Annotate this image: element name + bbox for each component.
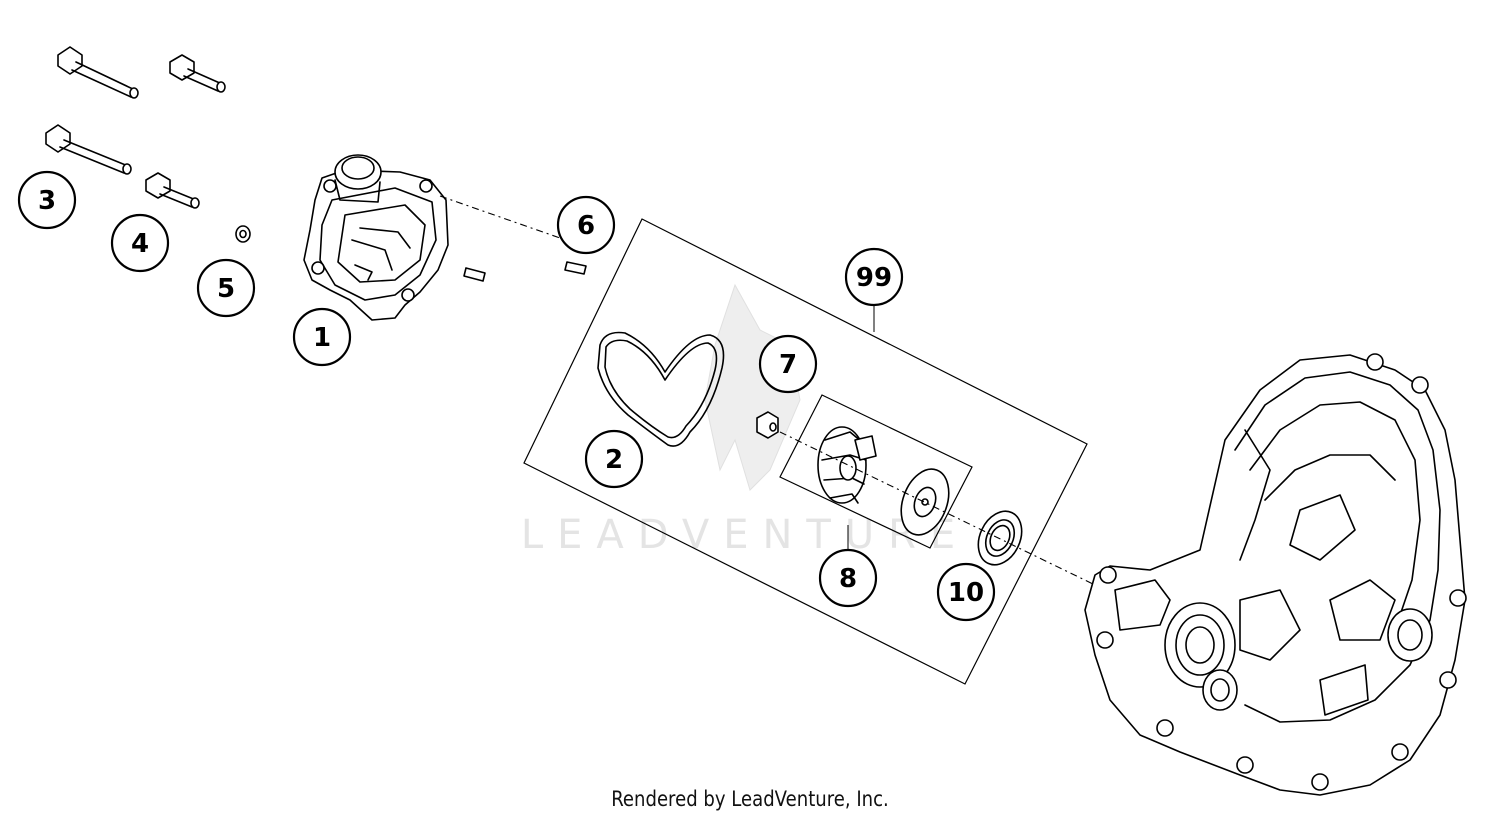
impeller	[817, 426, 877, 504]
assembly-line-lower	[779, 431, 1096, 586]
callout-99[interactable]: 99	[844, 247, 904, 307]
callout-10-label: 10	[948, 578, 984, 608]
seal-disk	[900, 468, 950, 536]
callout-2[interactable]: 2	[584, 429, 644, 489]
callout-1[interactable]: 1	[292, 307, 352, 367]
washer	[235, 225, 251, 243]
callout-8[interactable]: 8	[818, 548, 878, 608]
callout-6[interactable]: 6	[556, 195, 616, 255]
callout-7-label: 7	[779, 350, 797, 380]
kit-box-99	[523, 218, 1088, 685]
kit-box-8	[779, 394, 973, 549]
shaft-seal	[977, 510, 1023, 566]
callout-2-label: 2	[605, 445, 623, 475]
callout-6-label: 6	[577, 211, 595, 241]
callout-5[interactable]: 5	[196, 258, 256, 318]
callout-4-label: 4	[131, 229, 149, 259]
callout-99-label: 99	[856, 263, 892, 293]
watermark-text: LEADVENTURE	[521, 512, 969, 558]
bolt-short-top	[169, 54, 226, 93]
callout-7[interactable]: 7	[758, 334, 818, 394]
callout-4[interactable]: 4	[110, 213, 170, 273]
clutch-cover	[1084, 353, 1467, 796]
callout-3[interactable]: 3	[17, 170, 77, 230]
gasket	[597, 331, 725, 447]
bolt-long-top	[57, 46, 139, 99]
callout-1-label: 1	[313, 323, 331, 353]
water-pump-cover	[303, 154, 449, 321]
callout-5-label: 5	[217, 274, 235, 304]
bolt-short-middle	[145, 172, 200, 209]
gasket-inner	[604, 339, 718, 439]
bolt-set	[45, 46, 226, 209]
callout-8-label: 8	[839, 564, 857, 594]
small-nut	[756, 411, 779, 439]
callout-3-label: 3	[38, 186, 56, 216]
watermark: LEADVENTURE	[521, 283, 969, 558]
bolt-long-middle	[45, 124, 132, 175]
callout-10[interactable]: 10	[936, 562, 996, 622]
credit-text: Rendered by LeadVenture, Inc.	[611, 787, 889, 811]
dowel-pins	[463, 261, 587, 282]
